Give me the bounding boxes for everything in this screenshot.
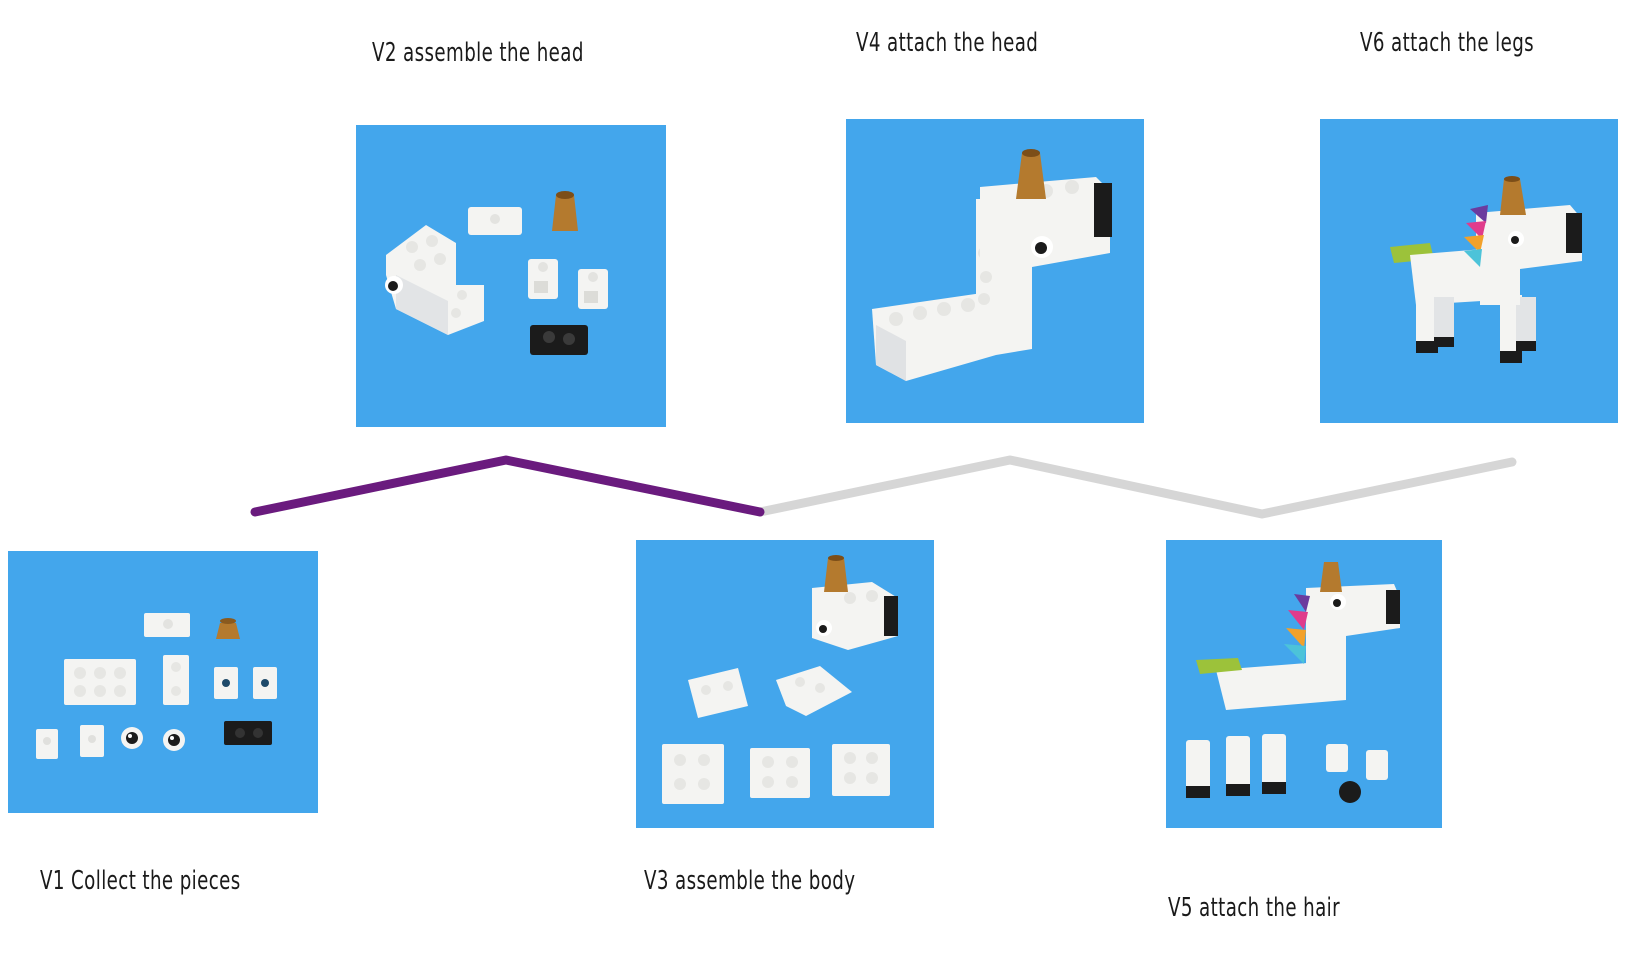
step-label-v4: V4 attach the head [856, 28, 1039, 58]
step-label-v5: V5 attach the hair [1168, 893, 1341, 923]
step-label-v3: V3 assemble the body [644, 866, 856, 896]
v4-head-attached-photo [846, 119, 1144, 423]
step-label-v1: V1 Collect the pieces [40, 866, 241, 896]
v5-hair-attached-photo [1166, 540, 1442, 828]
v6-legs-attached-photo [1320, 119, 1618, 423]
v1-pieces-photo [8, 551, 318, 813]
timeline-todo-segment [755, 455, 1517, 519]
step-label-v2: V2 assemble the head [372, 38, 584, 68]
step-label-v6: V6 attach the legs [1360, 28, 1535, 58]
v2-head-parts-photo [356, 125, 666, 427]
timeline-done-segment [250, 455, 765, 517]
v3-body-parts-photo [636, 540, 934, 828]
